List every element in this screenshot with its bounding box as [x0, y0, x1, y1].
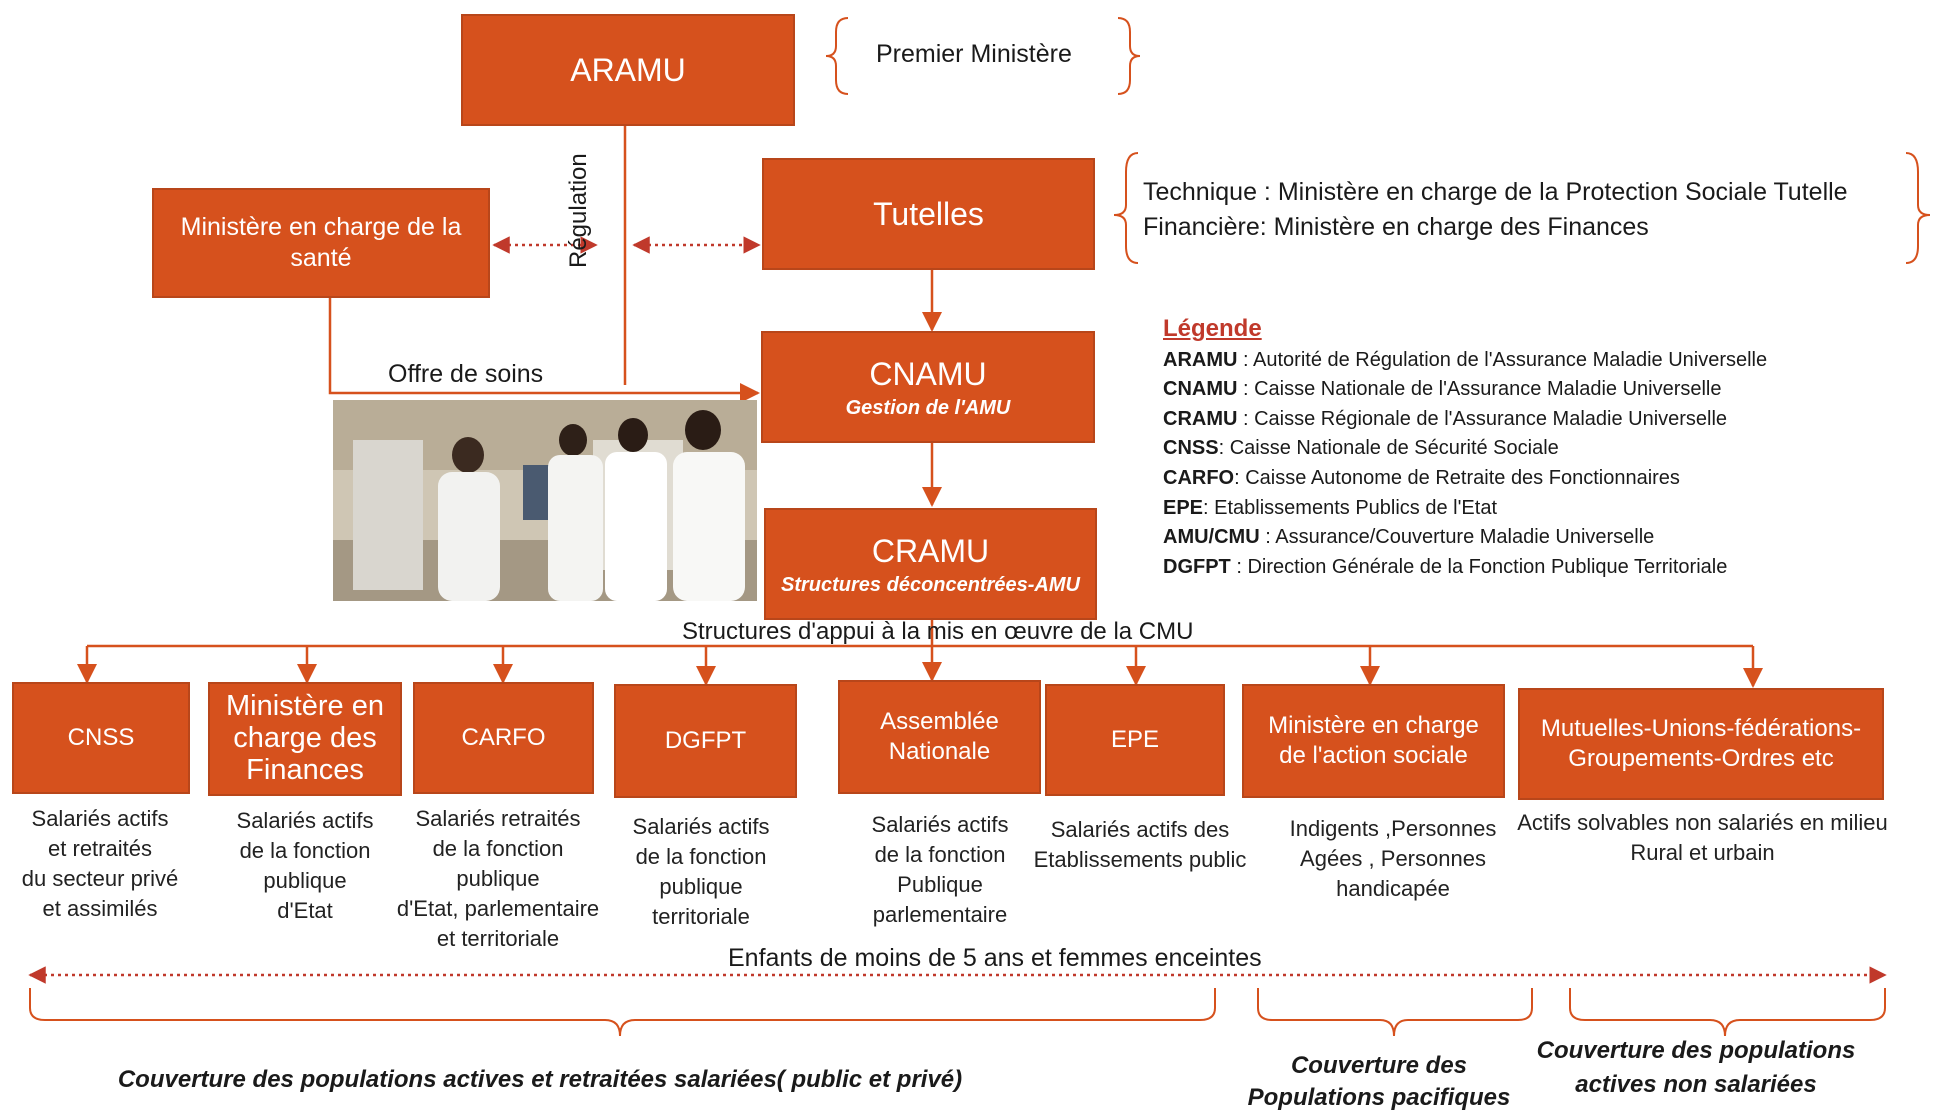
brace-left-tutelles [1113, 152, 1139, 264]
cramu-sublabel: Structures déconcentrées-AMU [781, 573, 1080, 596]
cramu-box: CRAMU Structures déconcentrées-AMU [764, 508, 1097, 620]
epe-box: EPE [1045, 684, 1225, 796]
legend-item-dgfpt: DGFPT : Direction Générale de la Fonctio… [1163, 555, 1728, 578]
brace-left-premier [825, 17, 849, 95]
structures-appui-label: Structures d'appui à la mis en œuvre de … [682, 618, 1194, 645]
aramu-box: ARAMU [461, 14, 795, 126]
cnamu-box: CNAMU Gestion de l'AMU [761, 331, 1095, 443]
brace-right-tutelles [1905, 152, 1931, 264]
legend-item-cramu: CRAMU : Caisse Régionale de l'Assurance … [1163, 407, 1728, 430]
legend-title: Légende [1163, 315, 1262, 342]
cramu-label: CRAMU [871, 532, 990, 569]
healthcare-workers-photo [333, 400, 757, 601]
legend-item-amu-cmu: AMU/CMU : Assurance/Couverture Maladie U… [1163, 526, 1655, 549]
legend-item-epe: EPE: Etablissements Publics de l'Etat [1163, 496, 1497, 519]
aramu-label: ARAMU [570, 52, 686, 88]
legend: Légende ARAMU : Autorité de Régulation d… [1163, 314, 1923, 582]
regulation-label: Régulation [565, 153, 592, 268]
coverage-salaries-label: Couverture des populations actives et re… [117, 1066, 963, 1093]
ministere-sante-label: Ministère en charge de la santé [180, 212, 462, 272]
dgfpt-box: DGFPT [614, 684, 797, 798]
offre-soins-label: Offre de soins [388, 360, 544, 388]
legend-item-aramu: ARAMU : Autorité de Régulation de l'Assu… [1163, 348, 1768, 371]
legend-item-carfo: CARFO: Caisse Autonome de Retraite des F… [1163, 466, 1680, 489]
ministere-action-sociale-box: Ministère en charge de l'action sociale [1242, 684, 1505, 798]
brace-right-premier [1117, 17, 1141, 95]
tutelles-note-financiere: Financière: Ministère en charge des Fina… [1143, 213, 1649, 241]
cnamu-label: CNAMU [869, 355, 987, 392]
cnamu-sublabel: Gestion de l'AMU [845, 396, 1011, 419]
tutelles-label: Tutelles [873, 196, 984, 232]
premier-ministere-label: Premier Ministère [876, 40, 1072, 68]
brace-non-salariees [1569, 988, 1886, 1037]
tutelles-note-technique: Technique : Ministère en charge de la Pr… [1143, 178, 1848, 206]
enfants-label: Enfants de moins de 5 ans et femmes ence… [728, 944, 1262, 972]
coverage-pacifiques-label: Couverture des Populations pacifiques [1247, 1052, 1511, 1111]
offre-soins-arrow [328, 298, 760, 403]
brace-pacifiques [1257, 988, 1533, 1037]
tutelles-note: Technique : Ministère en charge de la Pr… [1143, 175, 1848, 245]
coverage-non-salariees-label: Couverture des populations actives non s… [1536, 1037, 1856, 1098]
legend-item-cnamu: CNAMU : Caisse Nationale de l'Assurance … [1163, 378, 1722, 401]
brace-salaries [29, 988, 1216, 1037]
mutuelles-box: Mutuelles-Unions-fédérations-Groupements… [1518, 688, 1884, 800]
tutelles-box: Tutelles [762, 158, 1095, 270]
carfo-box: CARFO [413, 682, 594, 794]
assemblee-nationale-box: Assemblée Nationale [838, 680, 1041, 794]
cnss-box: CNSS [12, 682, 190, 794]
ministere-finances-box: Ministère en charge des Finances [208, 682, 402, 796]
legend-item-cnss: CNSS: Caisse Nationale de Sécurité Socia… [1163, 437, 1559, 460]
ministere-sante-box: Ministère en charge de la santé [152, 188, 490, 298]
